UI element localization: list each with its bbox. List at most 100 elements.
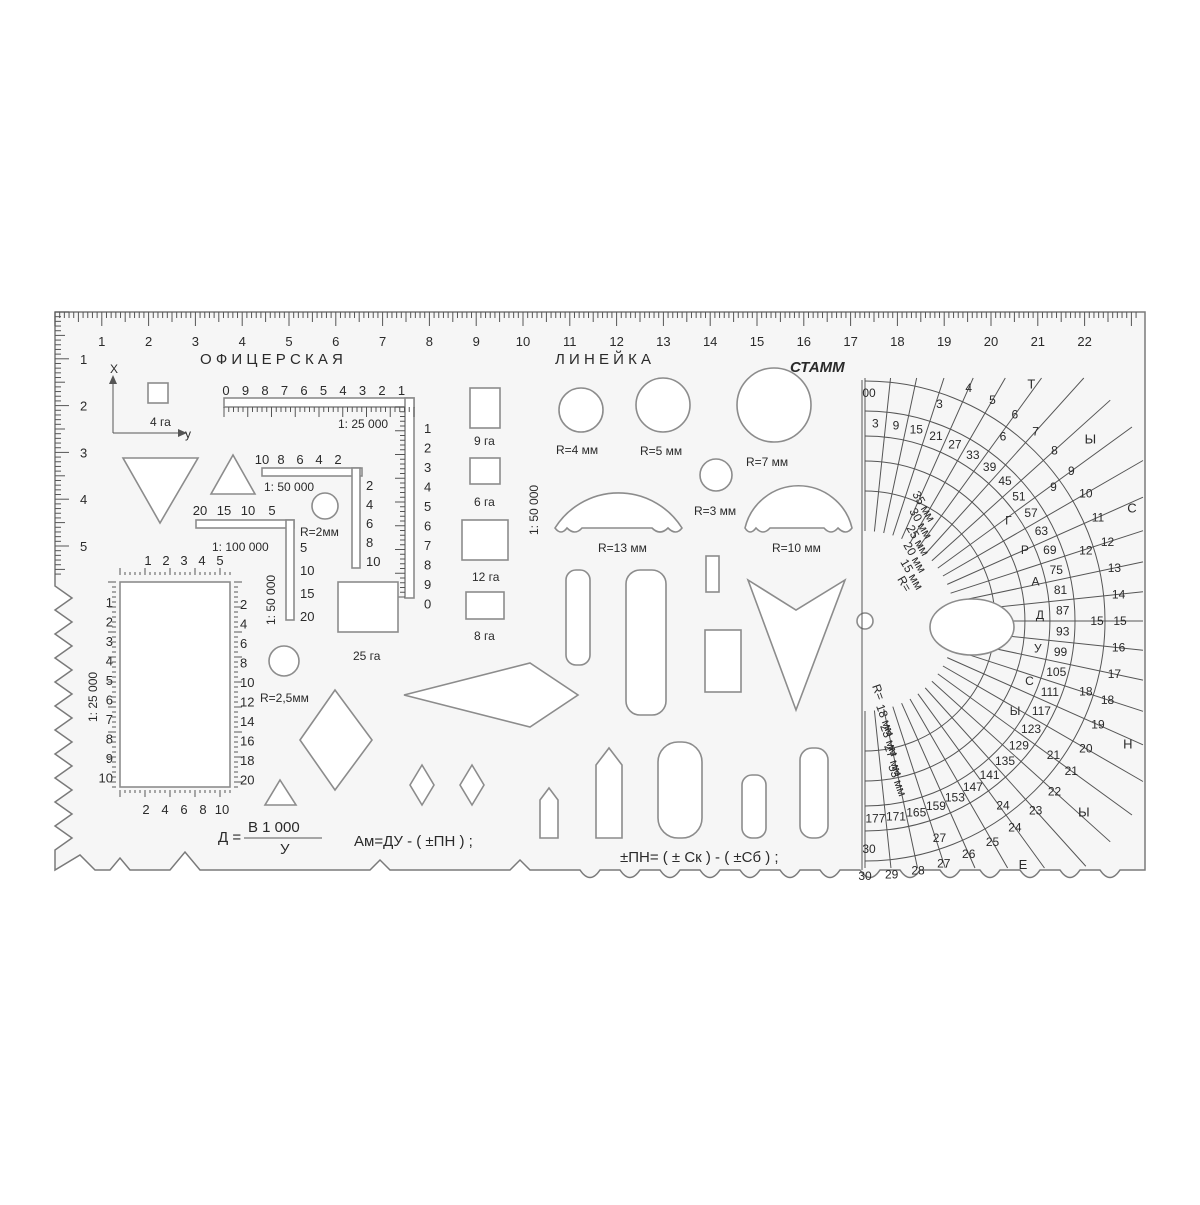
circle-r2 — [311, 492, 339, 520]
protractor-edge-number: 14 — [1112, 587, 1126, 601]
scale-tick-label: 6 — [296, 452, 303, 467]
scale-tick-label: 6 — [366, 516, 373, 531]
protractor-inner-letter: А — [1032, 575, 1040, 589]
left-ruler-label: 1 — [80, 352, 87, 367]
frame-left-label: 1 — [106, 595, 113, 610]
frame-top-label: 4 — [198, 553, 205, 568]
protractor-ring-number: 177 — [865, 812, 885, 826]
scale-tick-label: 9 — [242, 383, 249, 398]
left-ruler-label: 4 — [80, 492, 87, 507]
protractor-inner-letter: Ы — [1010, 704, 1021, 718]
protractor-ray — [937, 673, 1133, 816]
halfcircle-r10 — [744, 484, 853, 533]
scale-tick-label: 7 — [281, 383, 288, 398]
circle-r4 — [558, 387, 604, 433]
protractor-ray — [901, 703, 976, 869]
formula-pn: ±ПН= ( ± Ск ) - ( ±Сб ) ; — [620, 849, 779, 866]
protractor-ray — [924, 377, 1085, 555]
protractor-letter: Ы — [1078, 804, 1090, 819]
protractor-edge-number: 17 — [1108, 667, 1122, 681]
square-12ga — [461, 519, 509, 561]
protractor-letter: Е — [1019, 857, 1028, 872]
frame-top-label: 3 — [180, 553, 187, 568]
scale-1-50000 — [261, 467, 363, 569]
protractor-edge-number: 24 — [1008, 820, 1022, 834]
protractor-edge-number: 7 — [1032, 424, 1039, 438]
protractor-inner-letter: Г — [1005, 514, 1012, 528]
protractor-ray — [917, 377, 1042, 549]
protractor-pin — [856, 612, 874, 630]
scale-tick-label: 1 — [398, 383, 405, 398]
big-rhombus — [299, 688, 373, 792]
axes-symbol: X y — [109, 362, 191, 441]
protractor-edge-number: 27 — [937, 857, 951, 871]
protractor-outer-number: 30 — [862, 842, 876, 856]
protractor-ring-number: 87 — [1056, 604, 1070, 618]
protractor-ray — [950, 648, 1144, 712]
protractor-ray — [952, 561, 1144, 603]
scale-tick-label: 5 — [320, 383, 327, 398]
formula-d: Д = — [218, 829, 241, 846]
protractor-edge-number: 21 — [1065, 764, 1079, 778]
scale-1-100000 — [195, 519, 295, 621]
protractor-edge-number: 15 — [1113, 614, 1127, 628]
protractor-edge-number: 25 — [986, 835, 1000, 849]
frame-left-label: 2 — [106, 615, 113, 630]
protractor-edge-number: 16 — [1112, 641, 1126, 655]
label-r2: R=2мм — [300, 525, 339, 539]
scale-tick-label: 3 — [424, 460, 431, 475]
scale-100000-label: 1: 100 000 — [212, 540, 269, 554]
scale-tick-label: 10 — [300, 563, 314, 578]
protractor-edge-number: 11 — [1092, 510, 1105, 524]
cm-label: 9 — [473, 334, 480, 349]
scale-tick-label: 8 — [261, 383, 268, 398]
square-9ga — [469, 387, 501, 429]
top-ruler-ticks — [54, 312, 1137, 326]
frame-left-label: 4 — [106, 654, 113, 669]
protractor-ring-number: 141 — [980, 768, 1000, 782]
label-r13: R=13 мм — [598, 541, 647, 555]
scale-tick-label: 0 — [424, 597, 431, 612]
protractor-ray — [909, 377, 1006, 544]
scale-tick-label: 2 — [334, 452, 341, 467]
protractor-edge-number: 4 — [965, 381, 972, 395]
scale-tick-label: 2 — [378, 383, 385, 398]
protractor-ring-number: 69 — [1043, 543, 1057, 557]
frame-right-label: 4 — [240, 617, 247, 632]
protractor-ring-number: 57 — [1024, 506, 1038, 520]
protractor-ring-number: 105 — [1046, 665, 1066, 679]
ruler-title: О Ф И Ц Е Р С К А Я — [200, 351, 343, 368]
scale-tick-label: 4 — [315, 452, 322, 467]
label-r4: R=4 мм — [556, 443, 598, 457]
protractor-ring-number: 21 — [929, 429, 943, 443]
cm-label: 6 — [332, 334, 339, 349]
left-ruler-label: 5 — [80, 539, 87, 554]
frame-right-label: 8 — [240, 656, 247, 671]
protractor-ray — [931, 680, 1111, 843]
protractor-edge-number: 28 — [911, 863, 925, 877]
frame-right-label: 20 — [240, 773, 254, 788]
protractor-ring-number: 45 — [998, 474, 1012, 488]
cm-label: 8 — [426, 334, 433, 349]
scale-tick-label: 4 — [339, 383, 346, 398]
left-ruler-label: 3 — [80, 445, 87, 460]
frame-left-label: 6 — [106, 693, 113, 708]
cm-label: 14 — [703, 334, 717, 349]
protractor-ray — [883, 377, 918, 534]
protractor-outer-number: 3 — [936, 397, 943, 411]
scale-tick-label: 4 — [424, 480, 431, 495]
frame-left-label: 9 — [106, 751, 113, 766]
protractor-ring-number: 111 — [1041, 685, 1060, 699]
frame-right-label: 14 — [240, 714, 254, 729]
frame-top-label: 5 — [216, 553, 223, 568]
map-frame — [119, 581, 231, 788]
protractor-letter: Т — [1027, 376, 1035, 391]
cm-label: 16 — [797, 334, 811, 349]
protractor-ring-number: 51 — [1012, 489, 1026, 503]
square-6ga — [469, 457, 501, 485]
square-25ga — [337, 581, 399, 633]
cm-label: 21 — [1031, 334, 1045, 349]
